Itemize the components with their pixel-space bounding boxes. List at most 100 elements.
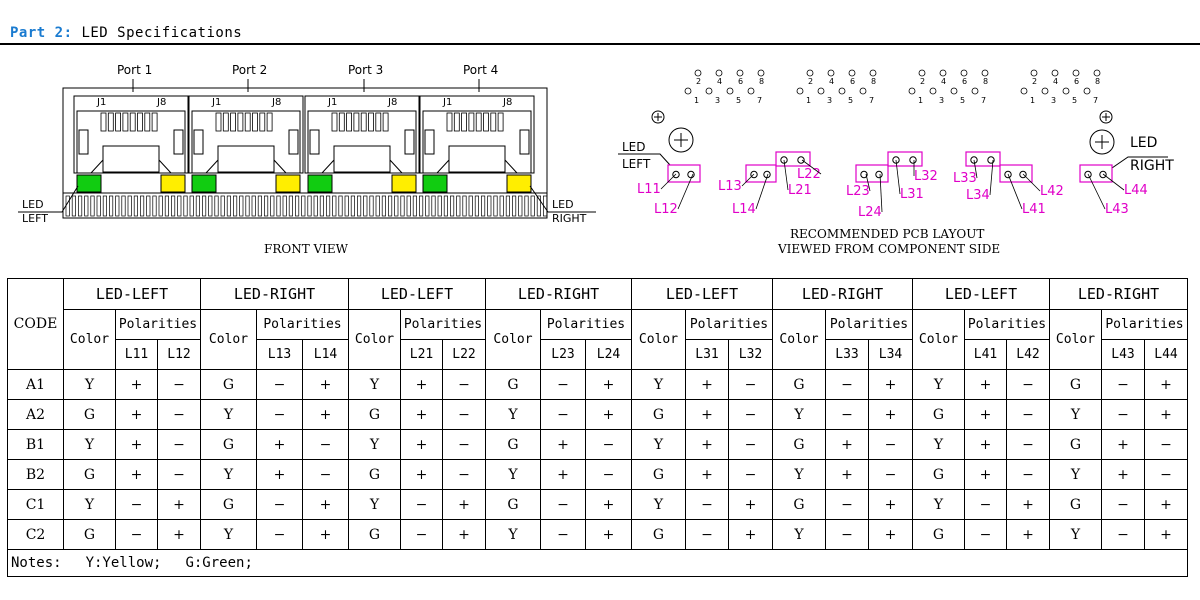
bottom-pin [140, 195, 145, 217]
bottom-pin [499, 195, 504, 217]
led-pad [780, 156, 788, 164]
pin-hole [1041, 87, 1049, 95]
bottom-pin [183, 195, 188, 217]
pad-label: L41 [1022, 202, 1046, 217]
pin-number: 5 [960, 96, 965, 105]
bottom-pin [288, 195, 293, 217]
bottom-pin [121, 195, 126, 217]
color-header: Color [772, 309, 826, 370]
pad-label: L11 [637, 182, 661, 197]
polarity-cell: + [540, 429, 586, 460]
pad-label: L21 [788, 183, 812, 198]
pin-hole [929, 87, 937, 95]
polarity-cell: − [685, 519, 729, 550]
pin-label-j8: J8 [502, 97, 512, 108]
port-frame [188, 95, 304, 174]
code-header: CODE [7, 278, 64, 370]
contact-finger [468, 112, 475, 132]
pin-hole [908, 87, 916, 95]
latch-guide [321, 159, 403, 174]
pad-label: L14 [732, 202, 756, 217]
color-cell: G [200, 489, 257, 520]
bottom-pin [295, 195, 300, 217]
pcb-layout-drawing: 21436587214365872143658721436587LEDLEFTL… [618, 69, 1174, 256]
polarity-cell: − [157, 429, 201, 460]
contact-finger [107, 112, 114, 132]
pad-leader [755, 173, 769, 210]
code-cell: A1 [7, 369, 64, 400]
polarity-cell: − [1006, 399, 1050, 430]
polarity-cell: − [825, 519, 869, 550]
bottom-pin [369, 195, 374, 217]
bottom-pin [375, 195, 380, 217]
polarity-cell: + [1101, 459, 1145, 490]
color-cell: Y [63, 489, 116, 520]
led-yellow [275, 174, 301, 193]
polarities-header: Polarities [540, 309, 632, 340]
latch-window [448, 145, 506, 173]
port-label: Port 1 [117, 63, 152, 77]
polarity-cell: − [868, 429, 913, 460]
polarity-cell: + [868, 489, 913, 520]
polarity-cell: + [1101, 429, 1145, 460]
bottom-pin [282, 195, 287, 217]
contact-finger [151, 112, 158, 132]
bottom-pin [474, 195, 479, 217]
bottom-pin [357, 195, 362, 217]
bottom-pin [344, 195, 349, 217]
notes-row: Notes:Y:Yellow;G:Green; [7, 549, 1188, 577]
contact-finger [122, 112, 129, 132]
polarity-cell: − [585, 459, 632, 490]
color-cell: G [348, 519, 401, 550]
polarities-header: Polarities [115, 309, 201, 340]
contact-finger [331, 112, 338, 132]
color-cell: Y [485, 459, 541, 490]
bottom-pin [189, 195, 194, 217]
contact-finger [230, 112, 237, 132]
mount-mark [1099, 110, 1113, 124]
pad-label: L44 [1124, 183, 1148, 198]
pad-label: L32 [914, 169, 938, 184]
pin-number: 5 [848, 96, 853, 105]
port-frame [73, 95, 189, 174]
polarity-cell: + [256, 429, 303, 460]
color-cell: Y [631, 429, 686, 460]
polarity-cell: − [825, 369, 869, 400]
pin-label-j8: J8 [387, 97, 397, 108]
bottom-pin [518, 195, 523, 217]
pin-number: 6 [962, 77, 967, 86]
pad-leader [895, 159, 901, 195]
side-tab [309, 129, 320, 155]
polarity-cell: + [825, 459, 869, 490]
led-pad-outline [855, 164, 889, 183]
pcb-caption-line1: RECOMMENDED PCB LAYOUT [790, 227, 984, 241]
bottom-pin [412, 195, 417, 217]
led-green [422, 174, 448, 193]
color-cell: G [912, 459, 965, 490]
latch-guide [205, 159, 287, 174]
polarity-cell: − [685, 489, 729, 520]
pin-number: 2 [808, 77, 813, 86]
color-cell: G [631, 519, 686, 550]
led-left-label: LEFT [22, 212, 48, 225]
pin-number: 4 [717, 77, 722, 86]
polarity-cell: − [157, 459, 201, 490]
bottom-pin [257, 195, 262, 217]
pin-number: 6 [850, 77, 855, 86]
bottom-pin [530, 195, 535, 217]
polarity-cell: − [825, 489, 869, 520]
polarity-cell: − [540, 489, 586, 520]
pin-hole [817, 87, 825, 95]
contact-finger [237, 112, 244, 132]
bottom-pin [350, 195, 355, 217]
bottom-pin [202, 195, 207, 217]
bottom-pin [71, 195, 76, 217]
led-pad-outline [667, 164, 701, 183]
pin-number: 7 [757, 96, 762, 105]
polarity-cell: + [1144, 399, 1188, 430]
pin-hole [869, 69, 877, 77]
pcb-led-right-label: RIGHT [1130, 158, 1174, 174]
group-header: LED-LEFT [63, 278, 201, 310]
bottom-pin [431, 195, 436, 217]
